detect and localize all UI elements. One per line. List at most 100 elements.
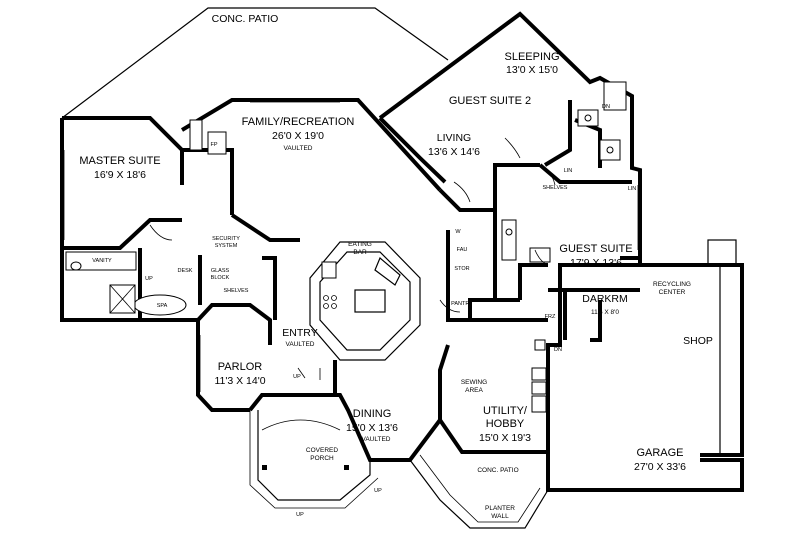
- kitchen-island: [354, 289, 386, 313]
- exterior-walls: [60, 7, 744, 492]
- label-up-bottom: UP: [296, 512, 304, 518]
- label-security-2: SYSTEM: [215, 243, 238, 249]
- label-conc-patio-top: CONC. PATIO: [212, 13, 279, 25]
- label-hobby: HOBBY: [486, 418, 525, 430]
- porch-edge: [257, 410, 371, 501]
- bottom-patio: [409, 454, 549, 529]
- living-lower-wall: [438, 163, 540, 212]
- label-glass-block-1: GLASS: [211, 268, 230, 274]
- label-shop: SHOP: [683, 335, 713, 347]
- garage-bottom-wall: [546, 380, 744, 492]
- fireplace: [207, 131, 227, 155]
- garage-wall: [640, 263, 744, 457]
- label-covered-porch-2: PORCH: [310, 455, 334, 462]
- garage-post: [707, 239, 737, 266]
- guest-suite-wall: [558, 258, 642, 300]
- sleeping-closet-wall: [543, 100, 572, 167]
- label-sleeping: SLEEPING: [504, 51, 559, 63]
- patio-edge: [409, 459, 549, 529]
- label-fp: FP: [210, 142, 217, 148]
- hearth-closet: [189, 119, 203, 151]
- shelves-wall: [262, 256, 277, 320]
- label-eating-bar-1: EATING: [348, 241, 372, 248]
- label-dining-dims: 15'0 X 13'6: [346, 422, 398, 434]
- label-living: LIVING: [437, 132, 471, 144]
- label-parlor: PARLOR: [218, 361, 262, 373]
- label-guest-suite-2: GUEST SUITE 2: [449, 95, 531, 107]
- label-utility: UTILITY/: [483, 405, 528, 417]
- utility-wall: [546, 300, 562, 380]
- label-darkrm-dims: 11'6 X 8'0: [591, 309, 619, 316]
- darkroom-right-wall: [590, 300, 602, 342]
- patio-outline-top: [61, 7, 449, 119]
- label-planter-2: WALL: [491, 513, 509, 520]
- label-planter-1: PLANTER: [485, 505, 515, 512]
- kitchen: [309, 241, 421, 361]
- label-guest-suite-dims: 17'9 X 13'6: [570, 257, 622, 269]
- label-parlor-dims: 11'3 X 14'0: [214, 375, 265, 387]
- label-security-1: SECURITY: [212, 236, 240, 242]
- label-dn: DN: [602, 104, 610, 110]
- guest-closet-wall: [518, 263, 548, 300]
- cooktop: [321, 261, 337, 279]
- guest-suite-bath-fixtures: [501, 219, 551, 263]
- room-labels: CONC. PATIO SLEEPING 13'0 X 15'0 GUEST S…: [79, 13, 713, 520]
- label-master: MASTER SUITE: [79, 155, 160, 167]
- label-shelves-top: SHELVES: [543, 185, 568, 191]
- kitchen-inner: [319, 251, 411, 351]
- label-shelves-left: SHELVES: [224, 288, 249, 294]
- laundry: [531, 339, 547, 413]
- label-darkrm: DARKRM: [582, 293, 628, 305]
- label-dining-note: VAULTED: [361, 436, 390, 443]
- label-sleeping-dims: 13'0 X 15'0: [506, 64, 558, 76]
- guest-bath-fixtures: [577, 81, 627, 161]
- stair-dn: [603, 81, 627, 111]
- label-conc-patio-bottom: CONC. PATIO: [477, 467, 518, 474]
- label-garage-dims: 27'0 X 33'6: [634, 461, 686, 473]
- label-covered-porch-1: COVERED: [306, 447, 338, 454]
- toilet: [70, 261, 82, 271]
- label-fau: FAU: [457, 247, 468, 253]
- label-glass-block-2: BLOCK: [211, 275, 230, 281]
- vanity-counter: [65, 251, 137, 271]
- dining-wall: [248, 393, 442, 462]
- label-dining: DINING: [353, 408, 392, 420]
- door-swings: [149, 137, 556, 380]
- covered-porch: [249, 410, 379, 509]
- guest-suite-top-wall: [538, 163, 632, 184]
- parlor-left-wall: [196, 320, 250, 412]
- label-w: W: [455, 229, 461, 235]
- kitchen-octagon: [309, 241, 421, 361]
- label-family-note: VAULTED: [283, 145, 312, 152]
- label-sewing-1: SEWING: [461, 379, 487, 386]
- master-bath-fixtures: [65, 251, 187, 316]
- label-lin-2: LIN: [628, 186, 637, 192]
- label-utility-dims: 15'0 X 19'3: [479, 432, 531, 444]
- eating-bar-counter: [374, 257, 401, 286]
- label-vanity: VANITY: [92, 258, 112, 264]
- label-family: FAMILY/RECREATION: [242, 116, 355, 128]
- label-dn-utility: DN: [554, 347, 562, 353]
- label-desk: DESK: [178, 268, 193, 274]
- master-suite-wall: [60, 118, 198, 322]
- label-stor: STOR: [454, 266, 469, 272]
- label-frz: FRZ: [545, 314, 556, 320]
- label-living-dims: 13'6 X 14'6: [428, 146, 480, 158]
- label-pantry: PANTRY: [451, 301, 473, 307]
- label-recycling-2: CENTER: [659, 289, 686, 296]
- label-entry: ENTRY: [282, 327, 317, 339]
- master-suite-top-wall: [62, 116, 184, 185]
- living-left-wall: [378, 116, 447, 184]
- label-up-patio: UP: [374, 488, 382, 494]
- range-burners: [323, 295, 337, 309]
- sleeping-bath-wall: [574, 118, 602, 168]
- label-up-porch: UP: [293, 374, 301, 380]
- living-wall: [378, 11, 642, 260]
- label-eating-bar-2: BAR: [353, 249, 367, 256]
- stor-wall: [493, 210, 520, 302]
- label-master-dims: 16'9 X 18'6: [94, 169, 146, 181]
- label-recycling-1: RECYCLING: [653, 281, 691, 288]
- label-garage: GARAGE: [636, 447, 683, 459]
- label-family-dims: 26'0 X 19'0: [272, 130, 324, 142]
- windows: [63, 101, 639, 392]
